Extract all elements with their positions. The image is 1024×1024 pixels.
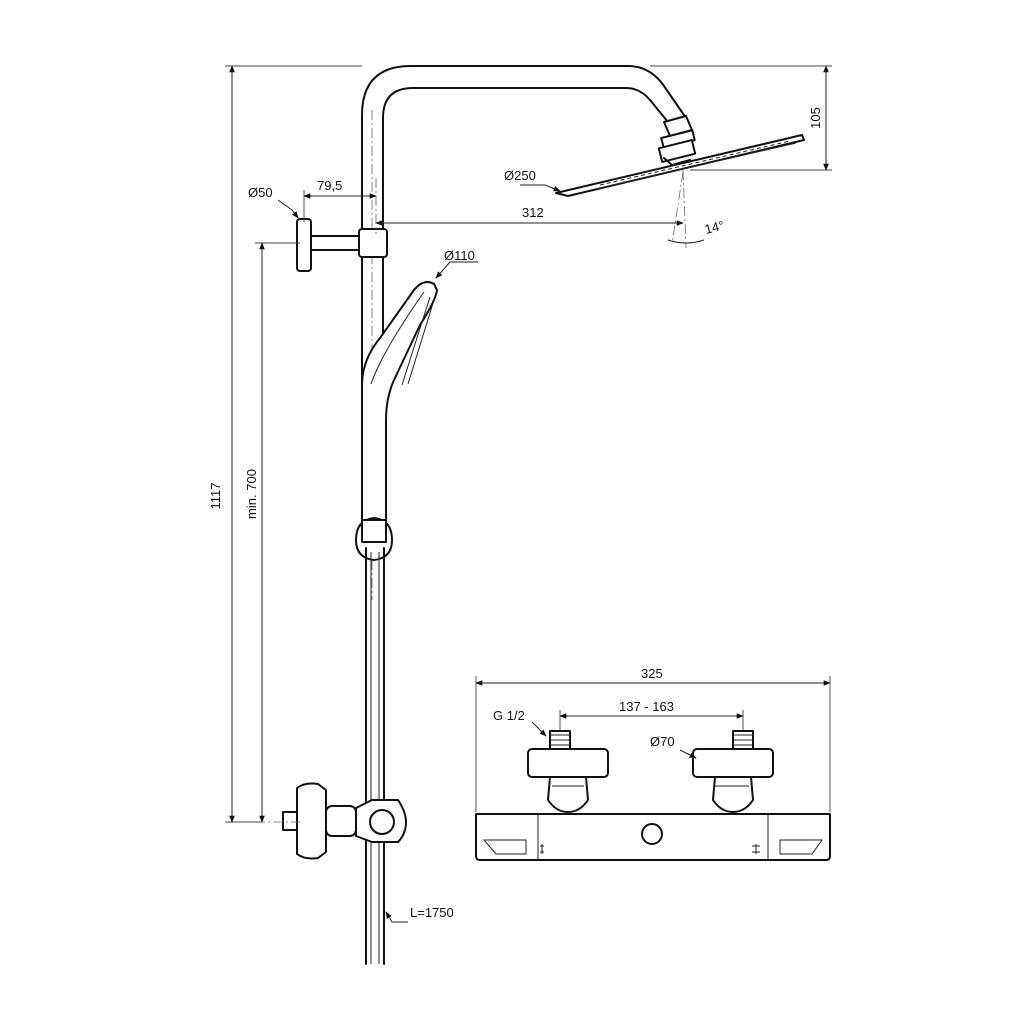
wall-bracket bbox=[255, 218, 388, 272]
label-total-height: 1117 bbox=[208, 483, 223, 510]
label-hand-diameter: Ø110 bbox=[444, 248, 475, 263]
label-arm-reach: 312 bbox=[522, 205, 544, 220]
dimension-lines bbox=[225, 65, 832, 923]
hand-shower bbox=[361, 281, 438, 521]
mixer-side-view bbox=[255, 782, 407, 860]
label-mixer-width: 325 bbox=[641, 666, 663, 681]
label-bar-min: min. 700 bbox=[244, 469, 259, 519]
label-escutcheon-diameter: Ø70 bbox=[650, 734, 675, 749]
dimension-labels: 1117 min. 700 105 Ø50 79,5 Ø250 312 14° … bbox=[208, 107, 823, 920]
label-head-height: 105 bbox=[808, 107, 823, 129]
label-hose-length: L=1750 bbox=[410, 905, 454, 920]
label-wall-diameter: Ø50 bbox=[248, 185, 273, 200]
shower-column bbox=[361, 65, 687, 600]
label-wall-offset: 79,5 bbox=[317, 178, 342, 193]
label-inlet-spacing: 137 - 163 bbox=[619, 699, 674, 714]
label-tilt-angle: 14° bbox=[703, 218, 726, 237]
shower-hose bbox=[365, 547, 385, 965]
label-head-diameter: Ø250 bbox=[504, 168, 536, 183]
head-connector bbox=[657, 115, 697, 163]
mixer-front-view bbox=[475, 730, 831, 861]
label-inlet-thread: G 1/2 bbox=[493, 708, 525, 723]
hand-shower-holder bbox=[355, 517, 393, 561]
rain-shower-head bbox=[555, 134, 805, 197]
